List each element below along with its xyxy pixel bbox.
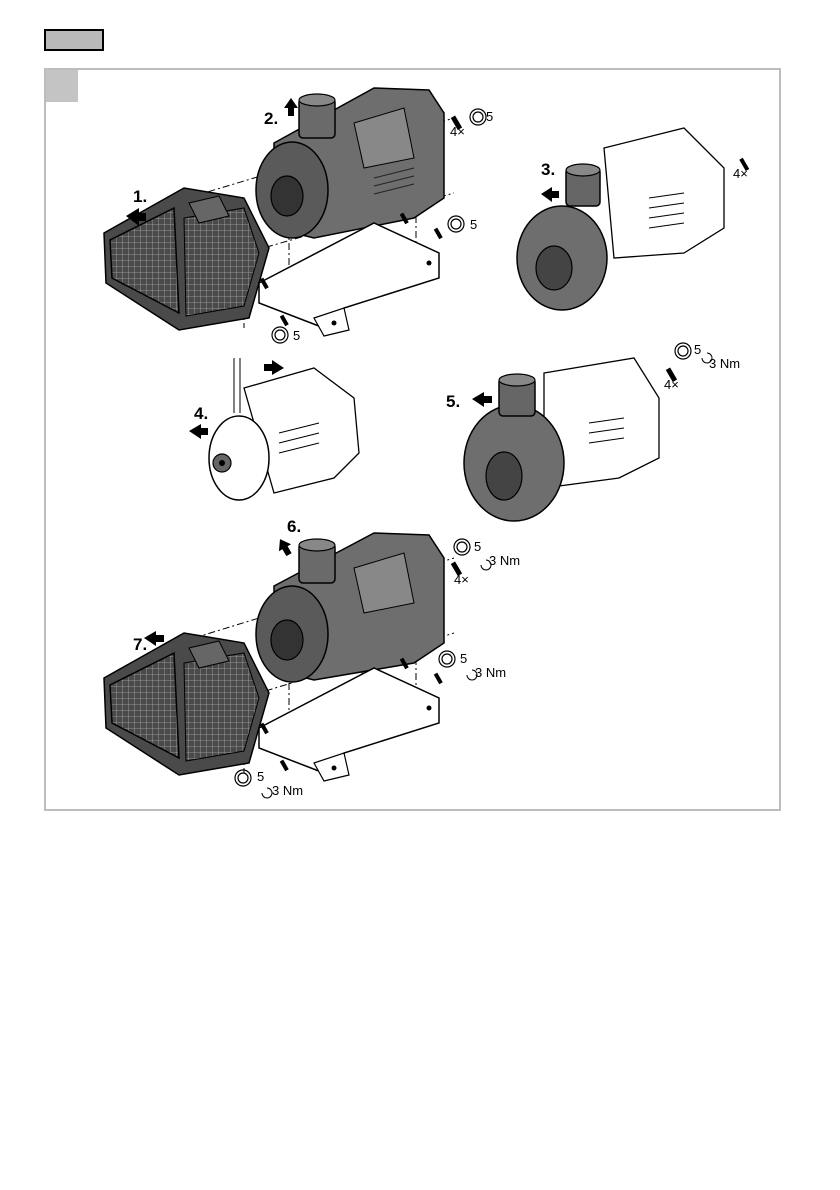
step-label-4: 4.	[194, 405, 208, 422]
torque-label: 3 Nm	[709, 357, 740, 370]
screw-count-label: 4×	[454, 573, 469, 586]
exploded-view-bottom	[104, 533, 491, 798]
pump-body-top	[256, 88, 444, 238]
tool-size-label: 5	[257, 770, 264, 783]
step-label-5: 5.	[446, 393, 460, 410]
arrow-icon	[189, 424, 208, 439]
assembly-illustration	[44, 68, 781, 811]
step-label-7: 7.	[133, 636, 147, 653]
filter-basket-bottom	[104, 633, 269, 775]
tool-size-label: 5	[460, 652, 467, 665]
screw-count-label: 4×	[664, 378, 679, 391]
motor-step-4	[189, 358, 359, 500]
step-label-3: 3.	[541, 161, 555, 178]
step-label-2: 2.	[264, 110, 278, 127]
pump-body-bottom	[256, 533, 444, 682]
step-label-6: 6.	[287, 518, 301, 535]
filter-basket-top	[104, 188, 269, 330]
arrow-icon	[264, 360, 284, 375]
tool-size-label: 5	[293, 329, 300, 342]
base-plate-top	[259, 223, 439, 336]
torque-label: 3 Nm	[489, 554, 520, 567]
pump-step-5	[464, 343, 712, 521]
screw-count-label: 4×	[450, 125, 465, 138]
torque-label: 3 Nm	[475, 666, 506, 679]
pump-step-3	[517, 128, 749, 310]
tool-size-label: 5	[694, 343, 701, 356]
screw-count-label: 4×	[733, 167, 748, 180]
torque-label: 3 Nm	[272, 784, 303, 797]
exploded-view-top	[104, 88, 486, 343]
tool-size-label: 5	[474, 540, 481, 553]
hex-key-icon	[675, 343, 691, 359]
arrow-icon	[472, 392, 492, 407]
tool-size-label: 5	[470, 218, 477, 231]
section-marker	[44, 29, 104, 51]
arrow-icon	[541, 187, 559, 202]
step-label-1: 1.	[133, 188, 147, 205]
tool-size-label: 5	[486, 110, 493, 123]
